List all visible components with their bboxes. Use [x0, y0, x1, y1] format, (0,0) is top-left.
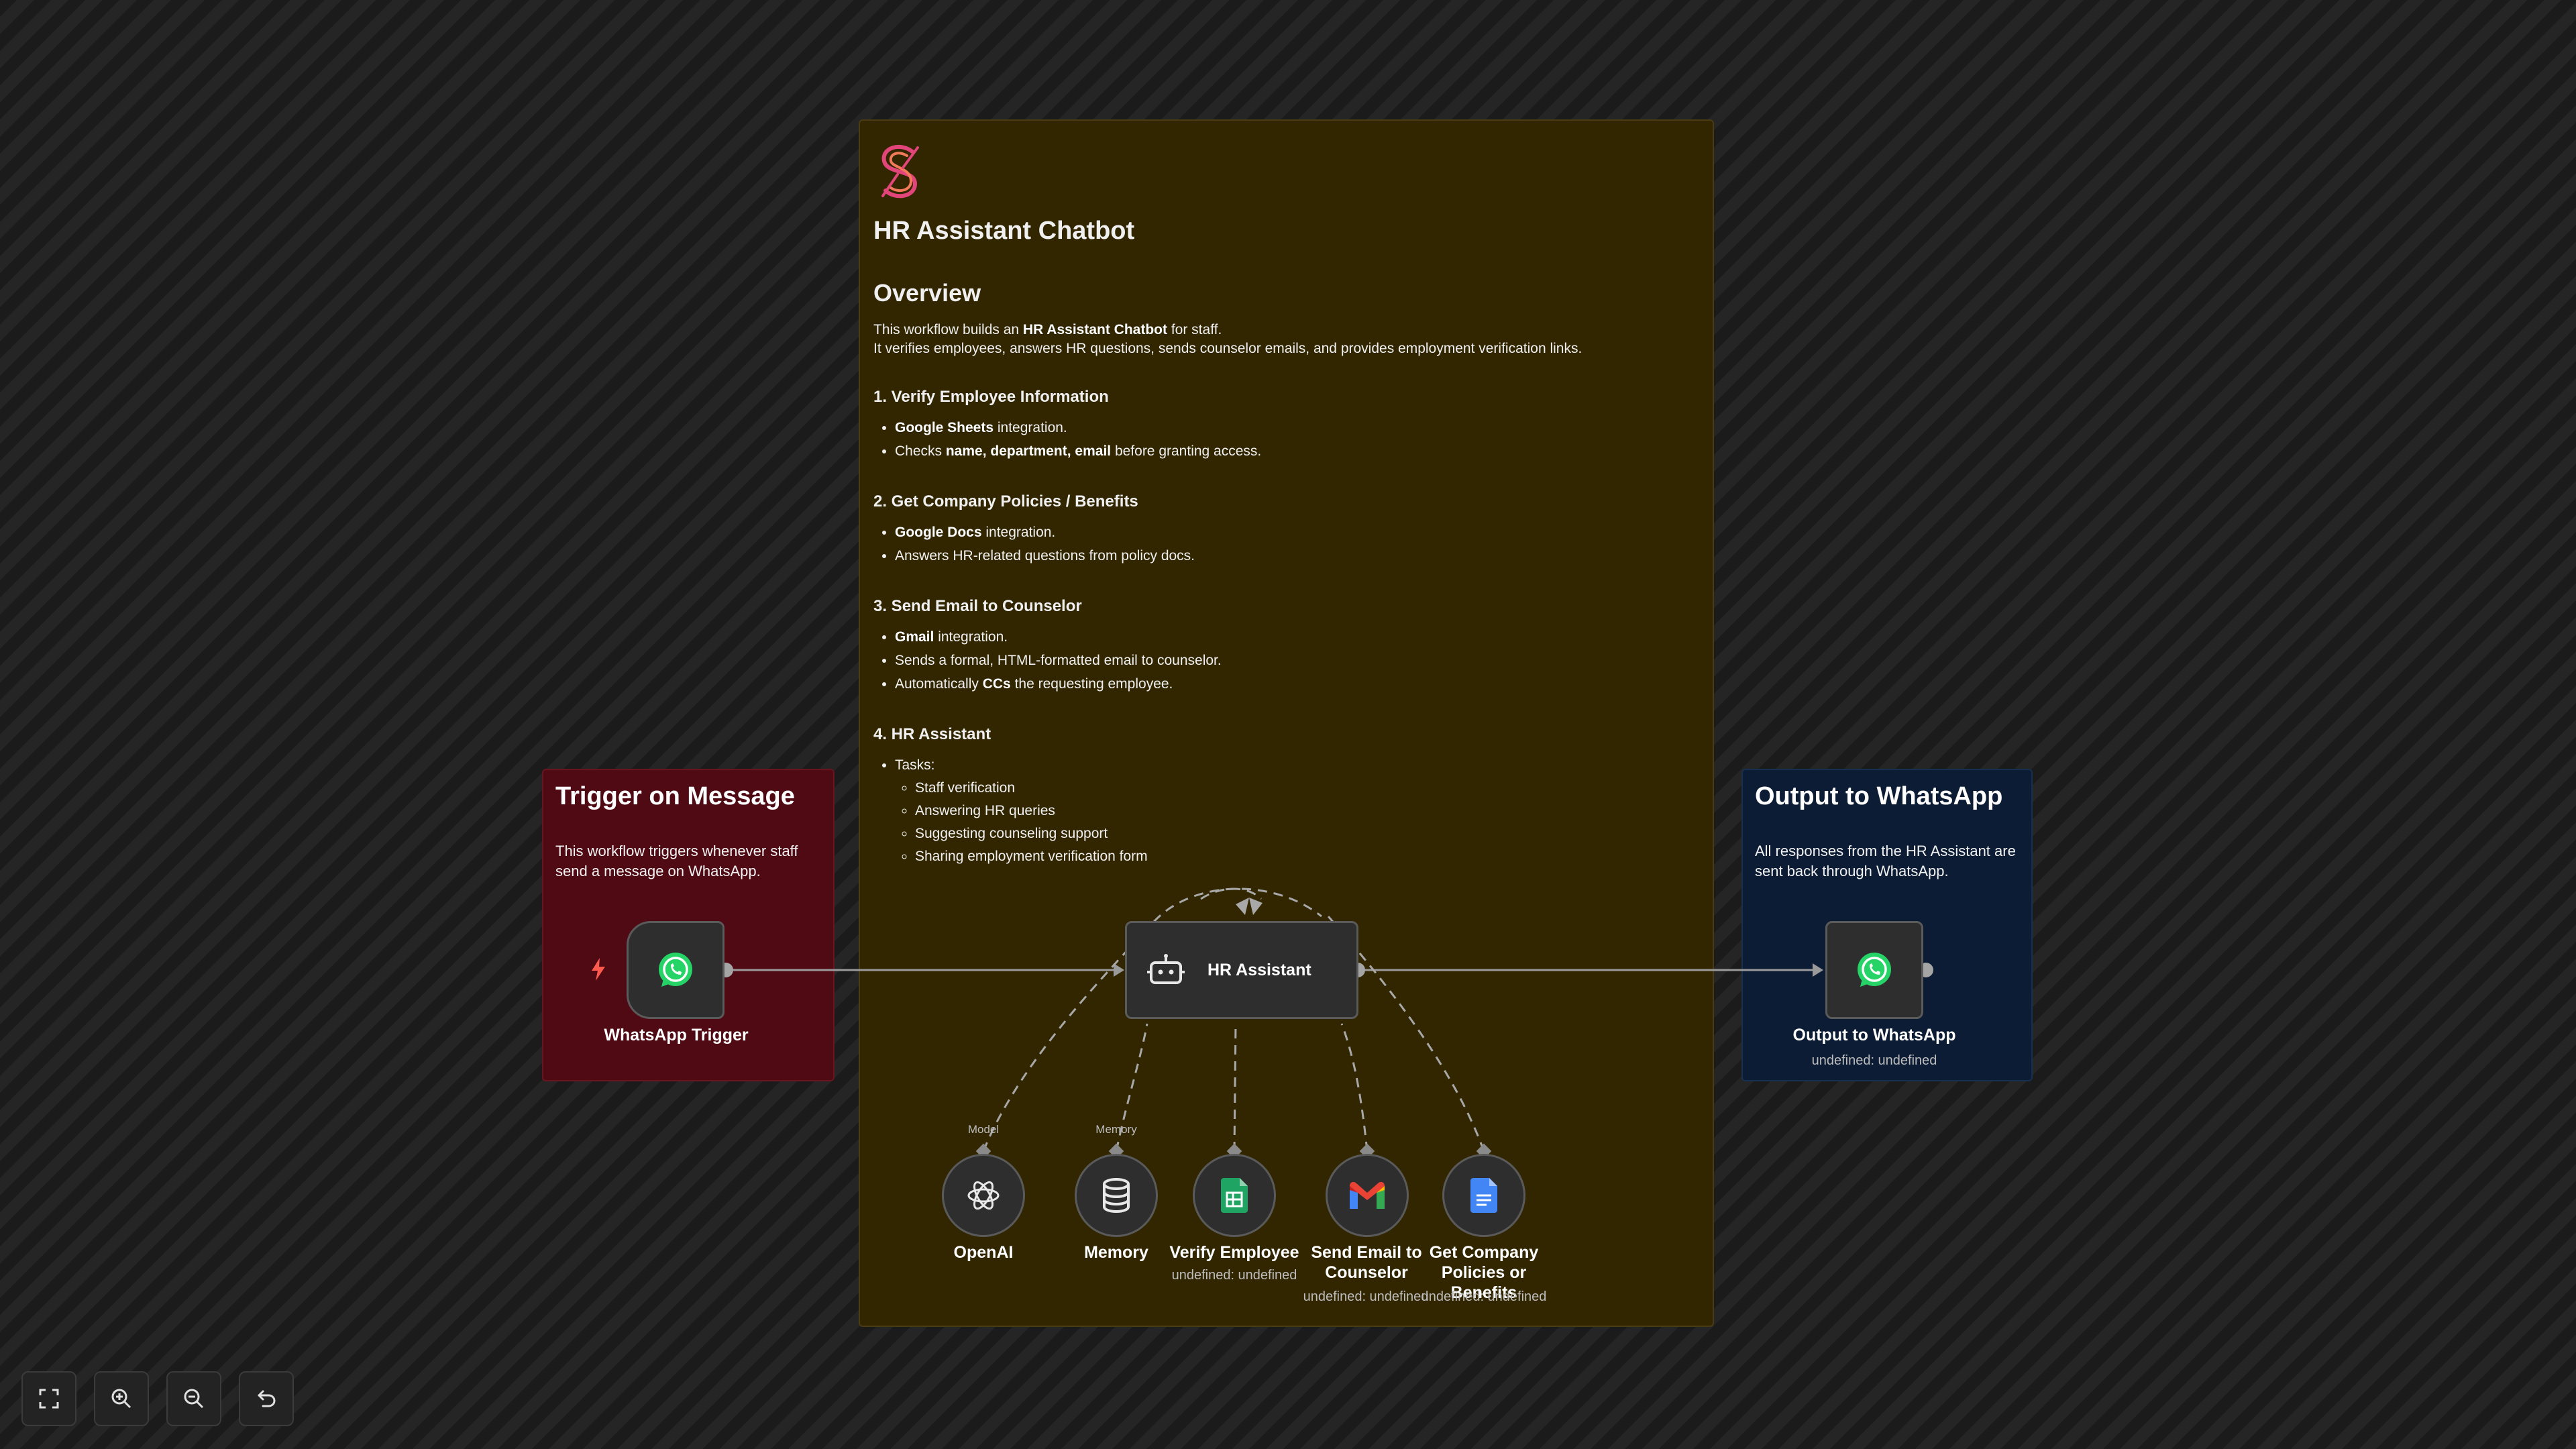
- fullscreen-icon: [39, 1389, 59, 1409]
- section-2-heading: 2. Get Company Policies / Benefits: [873, 492, 1138, 511]
- task-item: Suggesting counseling support: [915, 822, 1692, 845]
- company-policies-label: Get Company Policies or Benefits: [1429, 1243, 1539, 1302]
- whatsapp-icon: [1858, 953, 1891, 987]
- output-note-desc: All responses from the HR Assistant are …: [1755, 843, 2016, 879]
- whatsapp-trigger-node[interactable]: [627, 921, 724, 1019]
- overview-intro: This workflow builds an HR Assistant Cha…: [873, 322, 1582, 356]
- task-list: Staff verification Answering HR queries …: [895, 777, 1692, 868]
- robot-icon: [1147, 954, 1185, 984]
- connection-memory: [1115, 1023, 1148, 1152]
- canvas-controls: [21, 1371, 294, 1426]
- section-1-list: Google Sheets integration. Checks name, …: [873, 416, 1692, 463]
- openai-node[interactable]: [942, 1154, 1025, 1237]
- task-item: Staff verification: [915, 777, 1692, 800]
- whatsapp-trigger-label: WhatsApp Trigger: [604, 1026, 749, 1044]
- section-3-heading: 3. Send Email to Counselor: [873, 597, 1082, 615]
- zoom-out-button[interactable]: [166, 1371, 221, 1426]
- section-2-list: Google Docs integration. Answers HR-rela…: [873, 521, 1692, 568]
- section-3-list: Gmail integration. Sends a formal, HTML-…: [873, 625, 1692, 696]
- output-whatsapp-node[interactable]: [1825, 921, 1923, 1019]
- verify-employee-sublabel: undefined: undefined: [1171, 1268, 1297, 1283]
- overview-sticky-note[interactable]: HR Assistant Chatbot Overview This workf…: [859, 119, 1714, 1327]
- hr-assistant-label: HR Assistant: [1208, 960, 1311, 979]
- company-policies-node[interactable]: [1442, 1154, 1525, 1237]
- overview-heading: Overview: [873, 279, 981, 307]
- trigger-note-desc: This workflow triggers whenever staff se…: [555, 843, 798, 879]
- brand-logo-icon: [881, 144, 919, 199]
- task-item: Answering HR queries: [915, 800, 1692, 822]
- undo-icon: [258, 1390, 276, 1407]
- send-email-sublabel: undefined: undefined: [1303, 1289, 1429, 1304]
- openai-label: OpenAI: [953, 1243, 1014, 1262]
- google-docs-icon: [1470, 1178, 1497, 1213]
- output-whatsapp-sublabel: undefined: undefined: [1811, 1053, 1937, 1068]
- hr-assistant-node[interactable]: HR Assistant: [1125, 921, 1358, 1019]
- zoom-out-icon: [184, 1389, 204, 1409]
- section-4-heading: 4. HR Assistant: [873, 725, 991, 743]
- section-4-list: Tasks: Staff verification Answering HR q…: [873, 753, 1692, 868]
- google-sheets-icon: [1221, 1178, 1248, 1213]
- fit-view-button[interactable]: [21, 1371, 76, 1426]
- trigger-note-title: Trigger on Message: [555, 782, 795, 810]
- list-item: Sends a formal, HTML-formatted email to …: [895, 649, 1692, 672]
- list-item: Automatically CCs the requesting employe…: [895, 672, 1692, 696]
- list-item: Tasks: Staff verification Answering HR q…: [895, 753, 1692, 868]
- company-policies-sublabel: undefined: undefined: [1421, 1289, 1547, 1304]
- section-1-heading: 1. Verify Employee Information: [873, 388, 1109, 406]
- verify-employee-label: Verify Employee: [1169, 1243, 1299, 1262]
- zoom-in-button[interactable]: [94, 1371, 149, 1426]
- send-email-label: Send Email to Counselor: [1311, 1243, 1422, 1282]
- whatsapp-icon: [659, 953, 692, 987]
- gmail-icon: [1350, 1182, 1385, 1209]
- list-item: Gmail integration.: [895, 625, 1692, 649]
- connection-verify-employee: [1233, 1023, 1237, 1152]
- memory-port-label: Memory: [1095, 1123, 1137, 1136]
- task-item: Sharing employment verification form: [915, 845, 1692, 868]
- zoom-in-icon: [111, 1389, 131, 1409]
- output-note-title: Output to WhatsApp: [1755, 782, 2003, 810]
- list-item: Checks name, department, email before gr…: [895, 439, 1692, 463]
- memory-node[interactable]: [1075, 1154, 1158, 1237]
- list-item: Google Docs integration.: [895, 521, 1692, 544]
- database-icon: [1103, 1178, 1130, 1214]
- list-item: Answers HR-related questions from policy…: [895, 544, 1692, 568]
- output-whatsapp-label: Output to WhatsApp: [1792, 1026, 1956, 1044]
- list-item: Google Sheets integration.: [895, 416, 1692, 439]
- send-email-node[interactable]: [1326, 1154, 1409, 1237]
- verify-employee-node[interactable]: [1193, 1154, 1276, 1237]
- openai-icon: [967, 1181, 1000, 1210]
- memory-label: Memory: [1084, 1243, 1148, 1262]
- model-port-label: Model: [967, 1123, 1000, 1136]
- trigger-bolt-icon: [592, 958, 605, 981]
- connection-send-email: [1340, 1023, 1368, 1152]
- reset-zoom-button[interactable]: [239, 1371, 294, 1426]
- note-title: HR Assistant Chatbot: [873, 217, 1135, 245]
